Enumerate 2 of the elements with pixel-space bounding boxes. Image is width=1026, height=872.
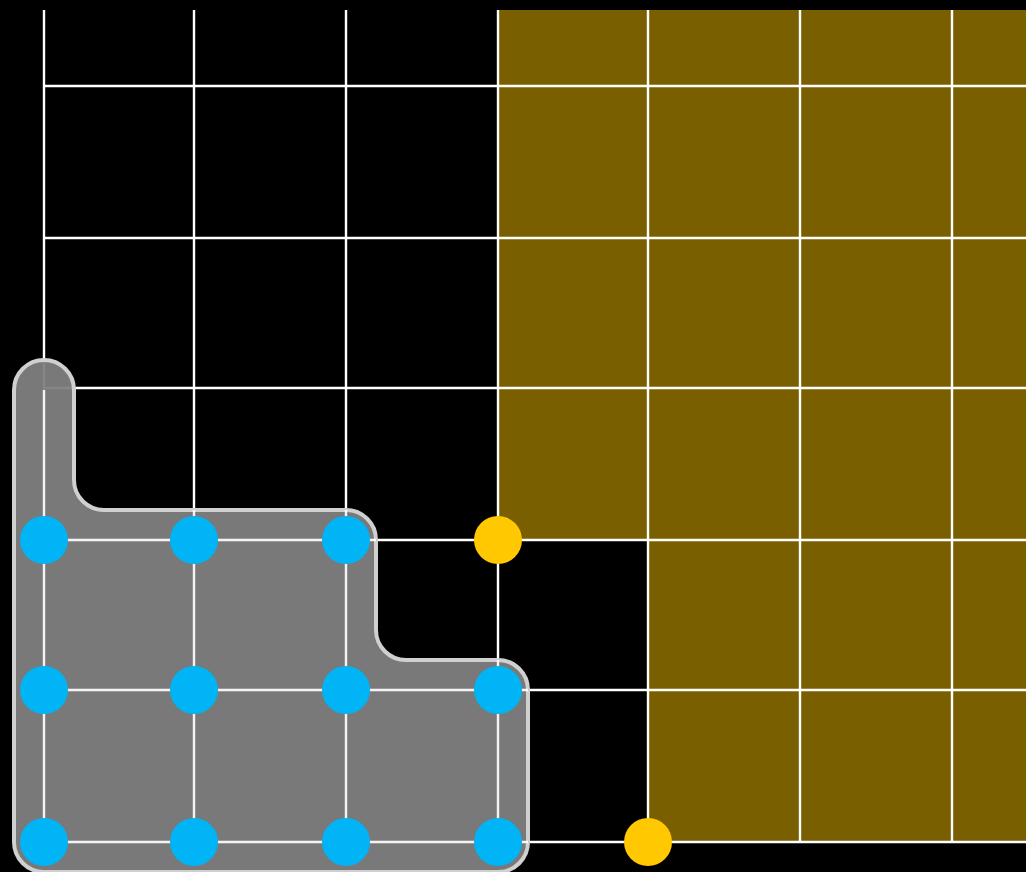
dot-marker bbox=[474, 516, 522, 564]
dot-marker bbox=[624, 818, 672, 866]
